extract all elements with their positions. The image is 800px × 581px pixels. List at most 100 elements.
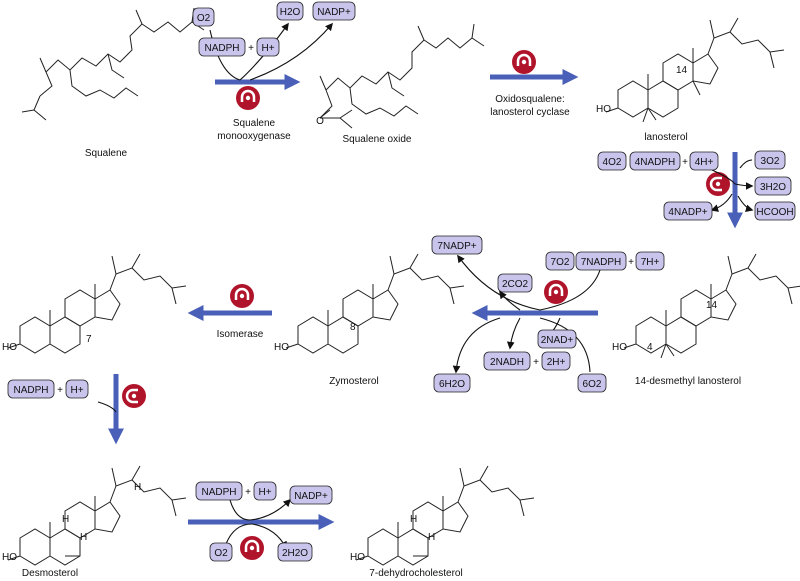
desmosterol-structure (7, 465, 187, 566)
h2o-out-curve (734, 182, 754, 190)
enzyme-badge-icon (228, 282, 256, 310)
cofactor-2h2o-text: 2H2O (282, 548, 308, 559)
carbon-8-label: 8 (350, 322, 356, 333)
hydroxyl-label: HO (2, 552, 17, 563)
squalene-label: Squalene (85, 148, 128, 159)
cofactor-7h (635, 251, 665, 271)
cofactor-6o2-text: 6O2 (583, 379, 602, 390)
cofactor-nadp (312, 1, 356, 21)
plus-sign: + (245, 487, 251, 498)
oxygen-atom-label: O (316, 116, 324, 127)
cofactor-2h-text: 2H+ (547, 357, 566, 368)
carbon-14-label: 14 (676, 65, 688, 76)
enzyme-name-line1: Squalene (233, 118, 276, 129)
cofactor-2nadh-text: 2NADH (490, 357, 524, 368)
cofactor-o2 (209, 542, 233, 562)
cofactor-in-curve (539, 269, 601, 311)
cofactor-nadph (195, 481, 243, 501)
7-dehydrocholesterol-structure (355, 465, 535, 566)
hcooh-out-curve (737, 195, 754, 213)
enzyme-badge-icon (542, 278, 570, 306)
cofactor-4o2 (597, 151, 627, 171)
h2o-out-curve (452, 317, 501, 374)
enzyme-name-line2: monooxygenase (217, 131, 291, 142)
hydroxyl-label: HO (2, 342, 17, 353)
cofactor-7nadph (575, 251, 627, 271)
cofactor-o2-text: O2 (214, 548, 228, 559)
cofactor-h-text: H+ (261, 43, 274, 54)
enzyme-name-line1: Oxidosqualene: (495, 94, 565, 105)
nadph-in-curve (229, 499, 251, 521)
cofactor-in-curve (97, 401, 117, 413)
cofactor-7o2-text: 7O2 (551, 257, 570, 268)
cofactor-3h2o (754, 176, 792, 196)
enzyme-name: Isomerase (217, 329, 264, 340)
cofactor-2h (541, 351, 571, 371)
cofactor-o2-text: O2 (197, 13, 211, 24)
hydroxyl-label: HO (596, 104, 611, 115)
hydroxyl-label: HO (350, 552, 365, 563)
cofactor-4nadp-text: 4NADP+ (668, 207, 707, 218)
o2-in-curve (209, 29, 241, 81)
desmethyl-lanosterol-structure (623, 253, 800, 359)
step-reduction-24: NADPH + H+ (7, 374, 148, 445)
cofactor-4nadp (663, 201, 713, 221)
cofactor-2nad-text: 2NAD+ (541, 335, 574, 346)
nadp-out-curve (710, 193, 733, 212)
cofactor-3o2 (754, 150, 786, 170)
carbon-7-label: 7 (86, 334, 92, 345)
squalene-oxide-label: Squalene oxide (343, 134, 412, 145)
cofactor-in-curve (711, 169, 736, 185)
cofactor-nadph-text: NADPH (201, 487, 236, 498)
cofactor-h-text: H+ (70, 385, 83, 396)
plus-sign: + (682, 157, 688, 168)
cofactor-nadph-text: NADPH (204, 43, 239, 54)
step-squalene-monooxygenase: O2 NADPH + H+ H2O NADP+ Squalene monooxy… (192, 1, 356, 142)
plus-sign: + (628, 257, 634, 268)
hydrogen-label: H (428, 532, 435, 543)
cofactor-h2o-text: H2O (280, 7, 301, 18)
cofactor-o2 (192, 7, 215, 27)
hydroxyl-label: HO (274, 342, 289, 353)
cofactor-4nadph (629, 151, 681, 171)
enzyme-badge-icon (238, 534, 266, 562)
cofactor-7o2 (545, 251, 575, 271)
nadp-out-curve (457, 254, 541, 311)
squalene-oxide-structure (319, 23, 485, 129)
nadp-out-curve (249, 498, 292, 521)
cofactor-nadph-text: NADPH (13, 385, 48, 396)
zymosterol-label: Zymosterol (329, 376, 378, 387)
cofactor-2nad (537, 329, 577, 349)
step-lanosterol-demethylation: 4O2 4NADPH + 4H+ 3O2 3H2O 4NADP+ HCOOH (597, 150, 796, 229)
nadh-out-curve (506, 317, 521, 350)
cofactor-4o2-text: 4O2 (603, 157, 622, 168)
cofactor-nadph (198, 37, 246, 57)
cofactor-h2o (276, 1, 304, 21)
cofactor-6o2 (577, 373, 607, 393)
cofactor-nadph (7, 379, 55, 399)
desmosterol-label: Desmosterol (22, 568, 78, 579)
cofactor-h-text: H+ (258, 487, 271, 498)
desmethyl-lanosterol-label: 14-desmethyl lanosterol (635, 376, 741, 387)
plus-sign: + (57, 385, 63, 396)
cofactor-7nadp-text: 7NADP+ (437, 241, 476, 252)
cofactor-7nadph-text: 7NADPH (581, 257, 622, 268)
lanosterol-structure (605, 17, 785, 123)
cholesta-7-24-dienol-structure (7, 253, 187, 354)
o2-in-curve (225, 523, 253, 545)
enzyme-name-line2: lanosterol cyclase (490, 107, 570, 118)
hydroxyl-label: HO (612, 342, 627, 353)
co2-out-curve (499, 290, 521, 311)
o2-in-curve (739, 159, 753, 169)
nadp-out-curve (249, 22, 333, 81)
cofactor-h (65, 379, 89, 399)
cofactor-hcooh (754, 201, 796, 221)
lanosterol-label: lanosterol (644, 132, 687, 143)
step-final-reduction: NADPH + H+ NADP+ O2 2H2O (188, 481, 335, 562)
step-demethylation-sterol: 7NADP+ 7O2 7NADPH + 7H+ 2CO2 2NAD+ 2NADH… (431, 235, 665, 393)
enzyme-badge-icon (120, 382, 148, 410)
cofactor-2co2 (497, 273, 533, 293)
carbon-14-label: 14 (706, 300, 718, 311)
cofactor-6h2o-text: 6H2O (439, 379, 465, 390)
